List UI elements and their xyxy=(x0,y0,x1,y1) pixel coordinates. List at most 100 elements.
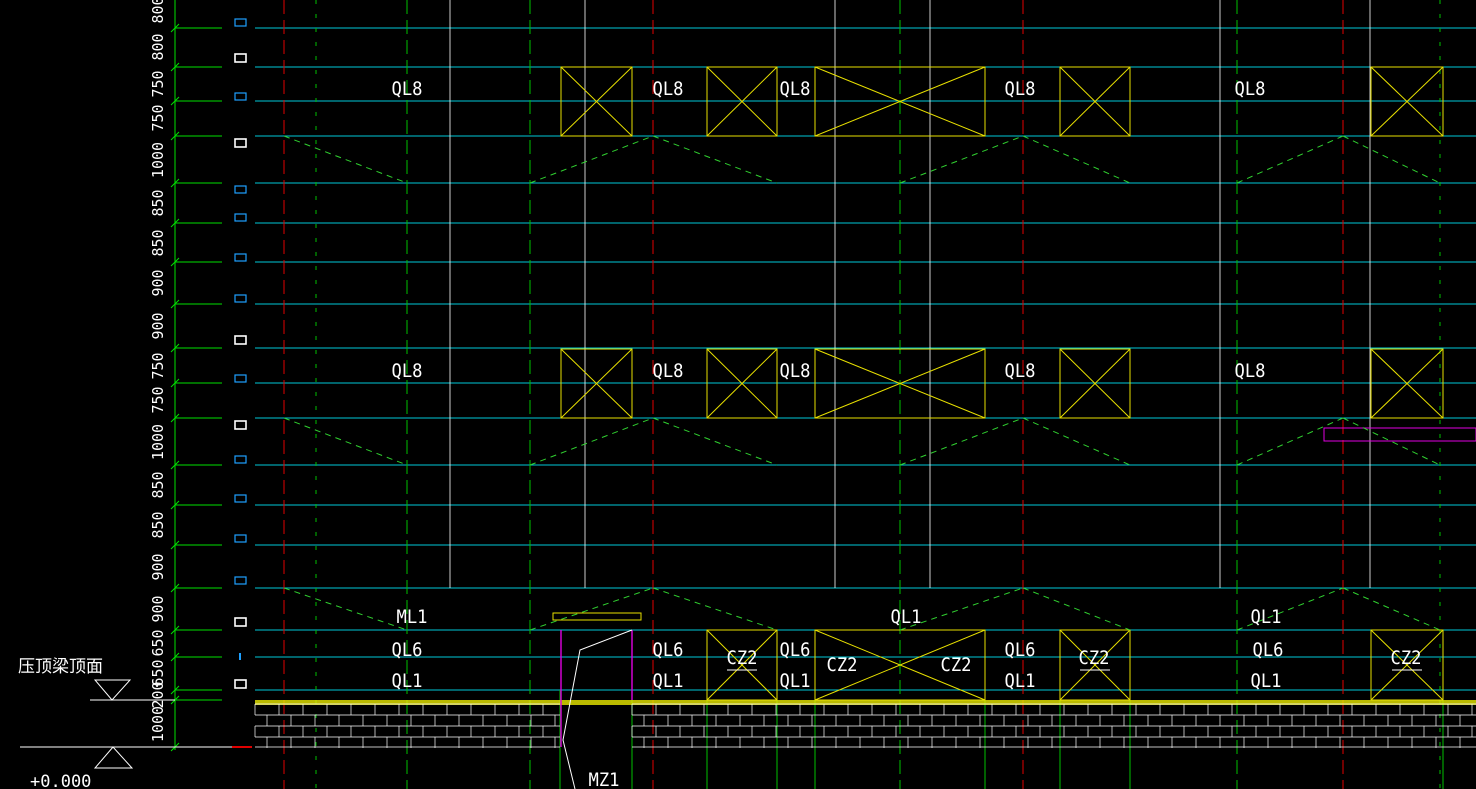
dimension-tick xyxy=(170,540,180,550)
level-marker-blue xyxy=(234,253,247,262)
level-marker-white xyxy=(234,679,247,689)
brace-line xyxy=(652,135,778,184)
dimension-tick xyxy=(170,685,180,695)
brace-line xyxy=(1022,135,1131,184)
door-jamb xyxy=(560,630,633,747)
level-marker-blue xyxy=(234,294,247,303)
dimension-tick xyxy=(170,413,180,423)
beam-label-cz2-3: CZ2 xyxy=(941,654,972,676)
dimension-tick xyxy=(170,583,180,593)
window-box xyxy=(1370,66,1444,137)
dimension-tick xyxy=(170,299,180,309)
brace-lines xyxy=(283,135,1441,631)
level-marker-blue xyxy=(234,185,247,194)
window-box xyxy=(814,66,986,137)
level-marker-blue xyxy=(234,576,247,585)
beam-label-ql8-a5: QL8 xyxy=(1235,78,1266,100)
level-marker-white xyxy=(234,335,247,345)
brace-line xyxy=(1022,417,1131,466)
magenta-beam-rect xyxy=(1323,427,1476,442)
door-swing xyxy=(562,629,633,789)
window-box-diag xyxy=(1370,66,1444,137)
beam-label-ql1-2: QL1 xyxy=(653,670,684,692)
beam-label-ql8-b2: QL8 xyxy=(653,360,684,382)
window-box xyxy=(560,66,633,137)
beam-label-ql8-b3: QL8 xyxy=(780,360,811,382)
beam-label-ql8-a1: QL8 xyxy=(392,78,423,100)
window-box-lower-diag xyxy=(1059,629,1131,701)
level-marker-white xyxy=(234,138,247,148)
dimension-value: 900 xyxy=(149,269,167,296)
brace-line xyxy=(1342,135,1441,184)
beam-label-ql1-1: QL1 xyxy=(392,670,423,692)
dimension-value: 1000 xyxy=(149,424,167,460)
dimension-tick xyxy=(170,460,180,470)
brace-line xyxy=(1342,417,1441,466)
dimension-value: 850 xyxy=(149,229,167,256)
window-box-lower xyxy=(1370,629,1444,701)
beam-label-ql1-5: QL1 xyxy=(1251,670,1282,692)
beam-label-ql1-4: QL1 xyxy=(1005,670,1036,692)
beam-label-ql1-3: QL1 xyxy=(780,670,811,692)
dimension-value: 850 xyxy=(149,511,167,538)
dimension-tick xyxy=(170,378,180,388)
dimension-value: 850 xyxy=(149,189,167,216)
dimension-value: 800 xyxy=(149,33,167,60)
window-box-diag xyxy=(560,66,633,137)
beam-label-ql8-a3: QL8 xyxy=(780,78,811,100)
dimension-tick xyxy=(170,131,180,141)
beam-label-cz2-5: CZ2 xyxy=(1391,647,1422,669)
level-marker-blue xyxy=(234,455,247,464)
window-box xyxy=(814,348,986,419)
dimension-tick xyxy=(170,23,180,33)
dimension-value: 750 xyxy=(149,104,167,131)
dimension-tick xyxy=(170,625,180,635)
window-box xyxy=(706,348,778,419)
window-box-lower-diag xyxy=(814,629,986,701)
level-marker-white xyxy=(234,53,247,63)
level-marker-white xyxy=(234,420,247,430)
level-marker-blue xyxy=(234,494,247,503)
level-marker-blue xyxy=(234,374,247,383)
level-marker-blue xyxy=(234,18,247,27)
dimension-tick xyxy=(170,343,180,353)
dimension-tick xyxy=(170,500,180,510)
dimension-tick xyxy=(170,652,180,662)
dimension-value: 850 xyxy=(149,471,167,498)
level-marker-blue xyxy=(234,213,247,222)
beam-label-ql6-2: QL6 xyxy=(653,639,684,661)
window-box xyxy=(1059,348,1131,419)
window-box-diag xyxy=(814,66,986,137)
elevation-triangle xyxy=(93,679,132,701)
window-box-lower-diag xyxy=(706,629,778,701)
dimension-value: 750 xyxy=(149,386,167,413)
beam-label-ql8-b1: QL8 xyxy=(392,360,423,382)
dimension-tick xyxy=(170,178,180,188)
beam-label-cz2-4: CZ2 xyxy=(1079,647,1110,669)
window-box xyxy=(1370,348,1444,419)
window-box xyxy=(1059,66,1131,137)
dimension-value: 750 xyxy=(149,352,167,379)
brace-line xyxy=(1236,135,1344,184)
level-marker-blue xyxy=(234,534,247,543)
dimension-tick xyxy=(170,218,180,228)
dimension-value: 800 xyxy=(149,0,167,24)
dimension-value: 650 xyxy=(149,629,167,656)
beam-label-cz2-1: CZ2 xyxy=(727,647,758,669)
dimension-value: 900 xyxy=(149,312,167,339)
level-marker-blue xyxy=(234,92,247,101)
elevation-value: +0.000 xyxy=(30,772,91,789)
window-box-lower xyxy=(1059,629,1131,701)
beam-label-cz2-2: CZ2 xyxy=(827,654,858,676)
brace-line xyxy=(1236,417,1344,466)
level-marker-white xyxy=(234,617,247,627)
window-box-lower xyxy=(706,629,778,701)
dimension-chain: 8008007507501000850850900900750750100085… xyxy=(149,0,180,752)
annotations: 压顶梁顶面 +0.000 xyxy=(18,657,252,789)
beam-label-ql6-5: QL6 xyxy=(1253,639,1284,661)
beam-label-ql8-b5: QL8 xyxy=(1235,360,1266,382)
level-label: 压顶梁顶面 xyxy=(18,657,103,677)
hatched-cap xyxy=(255,700,1476,705)
dimension-value: 750 xyxy=(149,70,167,97)
dimension-tick xyxy=(170,62,180,72)
